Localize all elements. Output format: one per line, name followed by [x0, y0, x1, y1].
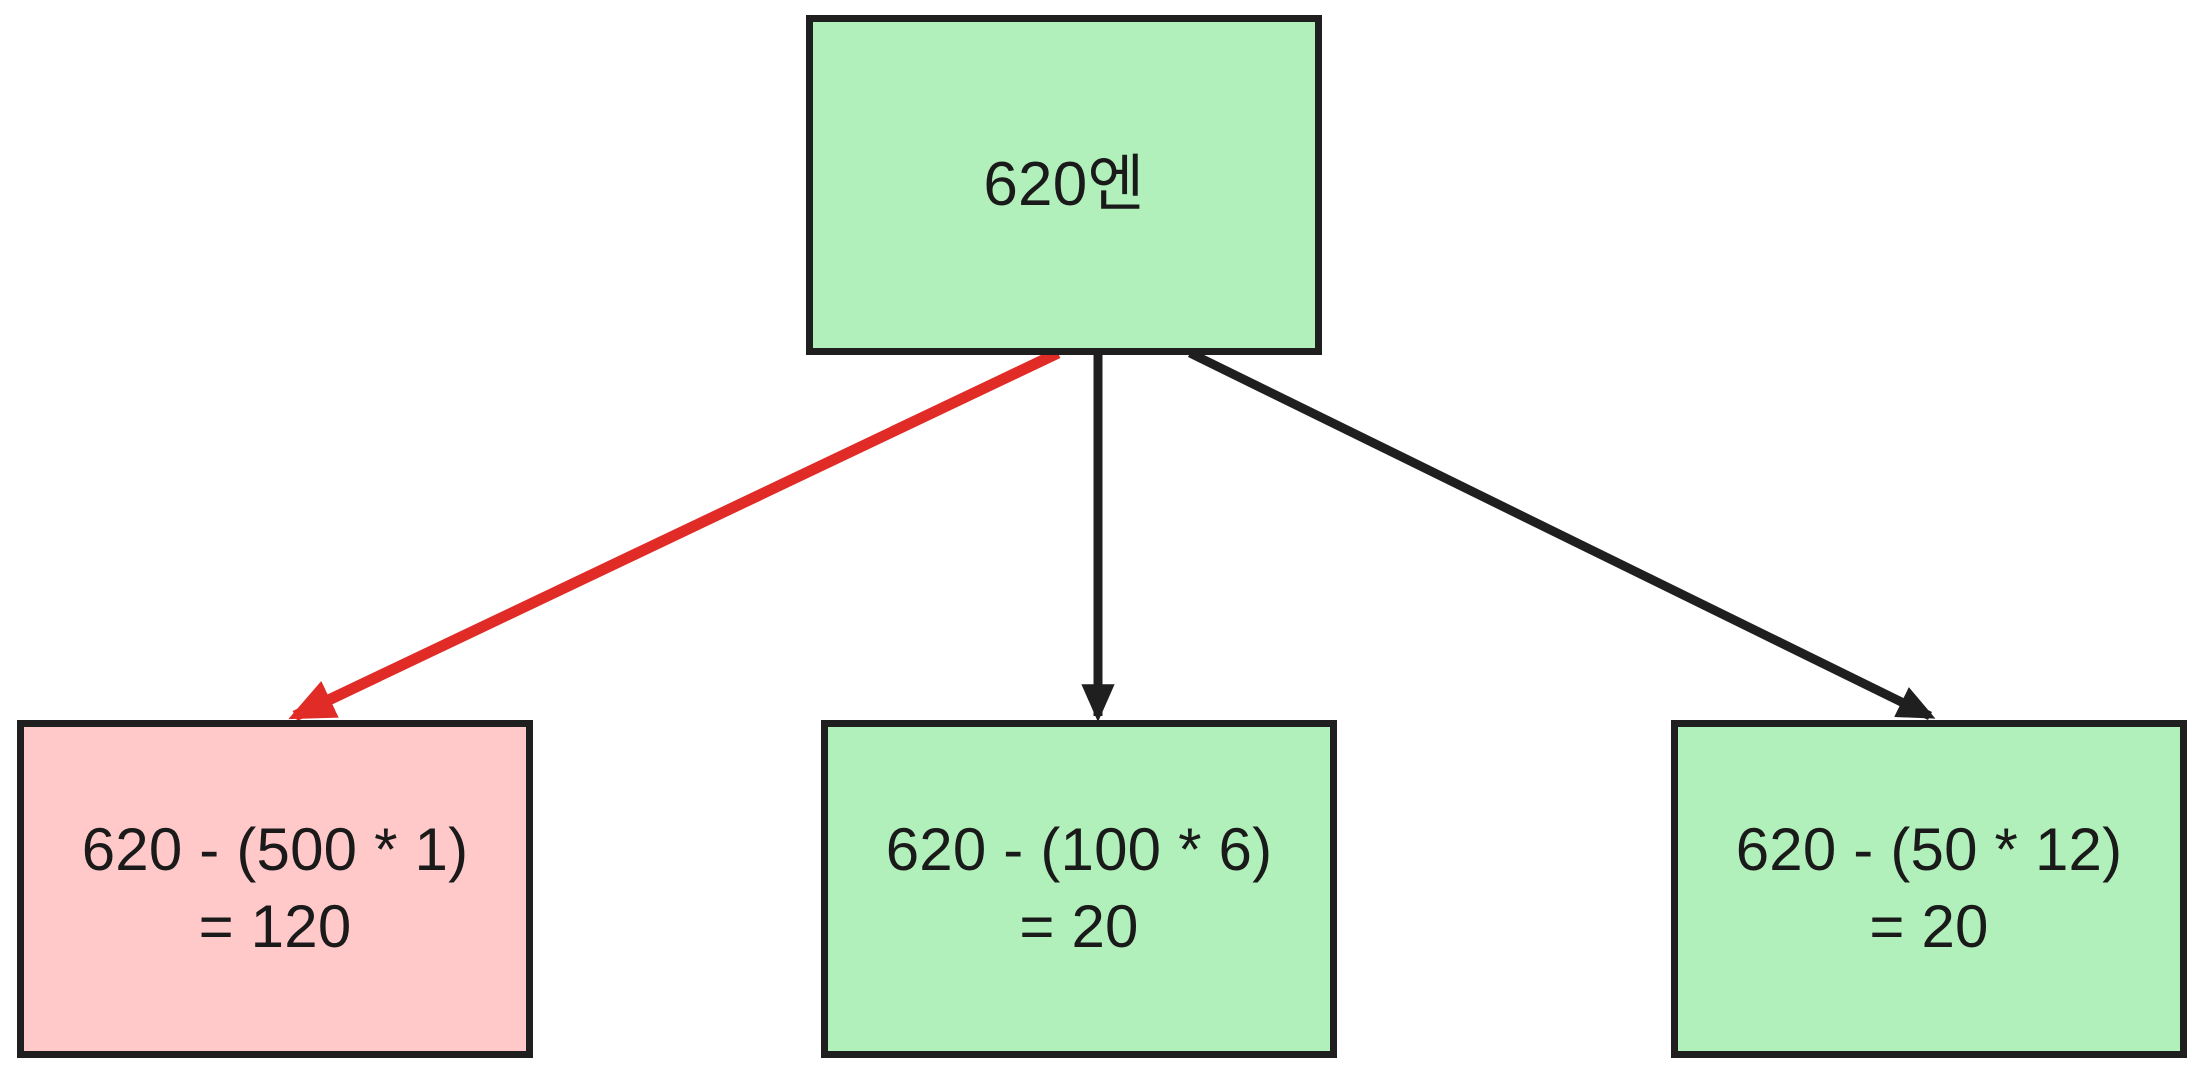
node-branch-50x12-label: 620 - (50 * 12) = 20	[1735, 816, 2123, 960]
node-branch-50x12[interactable]: 620 - (50 * 12) = 20	[1671, 720, 2187, 1058]
edge-root-to-50x12	[1188, 348, 1936, 721]
node-branch-500x1[interactable]: 620 - (500 * 1) = 120	[17, 720, 533, 1058]
node-branch-100x6-label: 620 - (100 * 6) = 20	[885, 816, 1273, 960]
node-branch-500x1-label: 620 - (500 * 1) = 120	[81, 816, 469, 960]
node-root-label: 620엔	[983, 150, 1145, 220]
node-root[interactable]: 620엔	[806, 15, 1322, 355]
node-branch-100x6[interactable]: 620 - (100 * 6) = 20	[821, 720, 1337, 1058]
edge-root-to-500x1	[288, 348, 1061, 721]
